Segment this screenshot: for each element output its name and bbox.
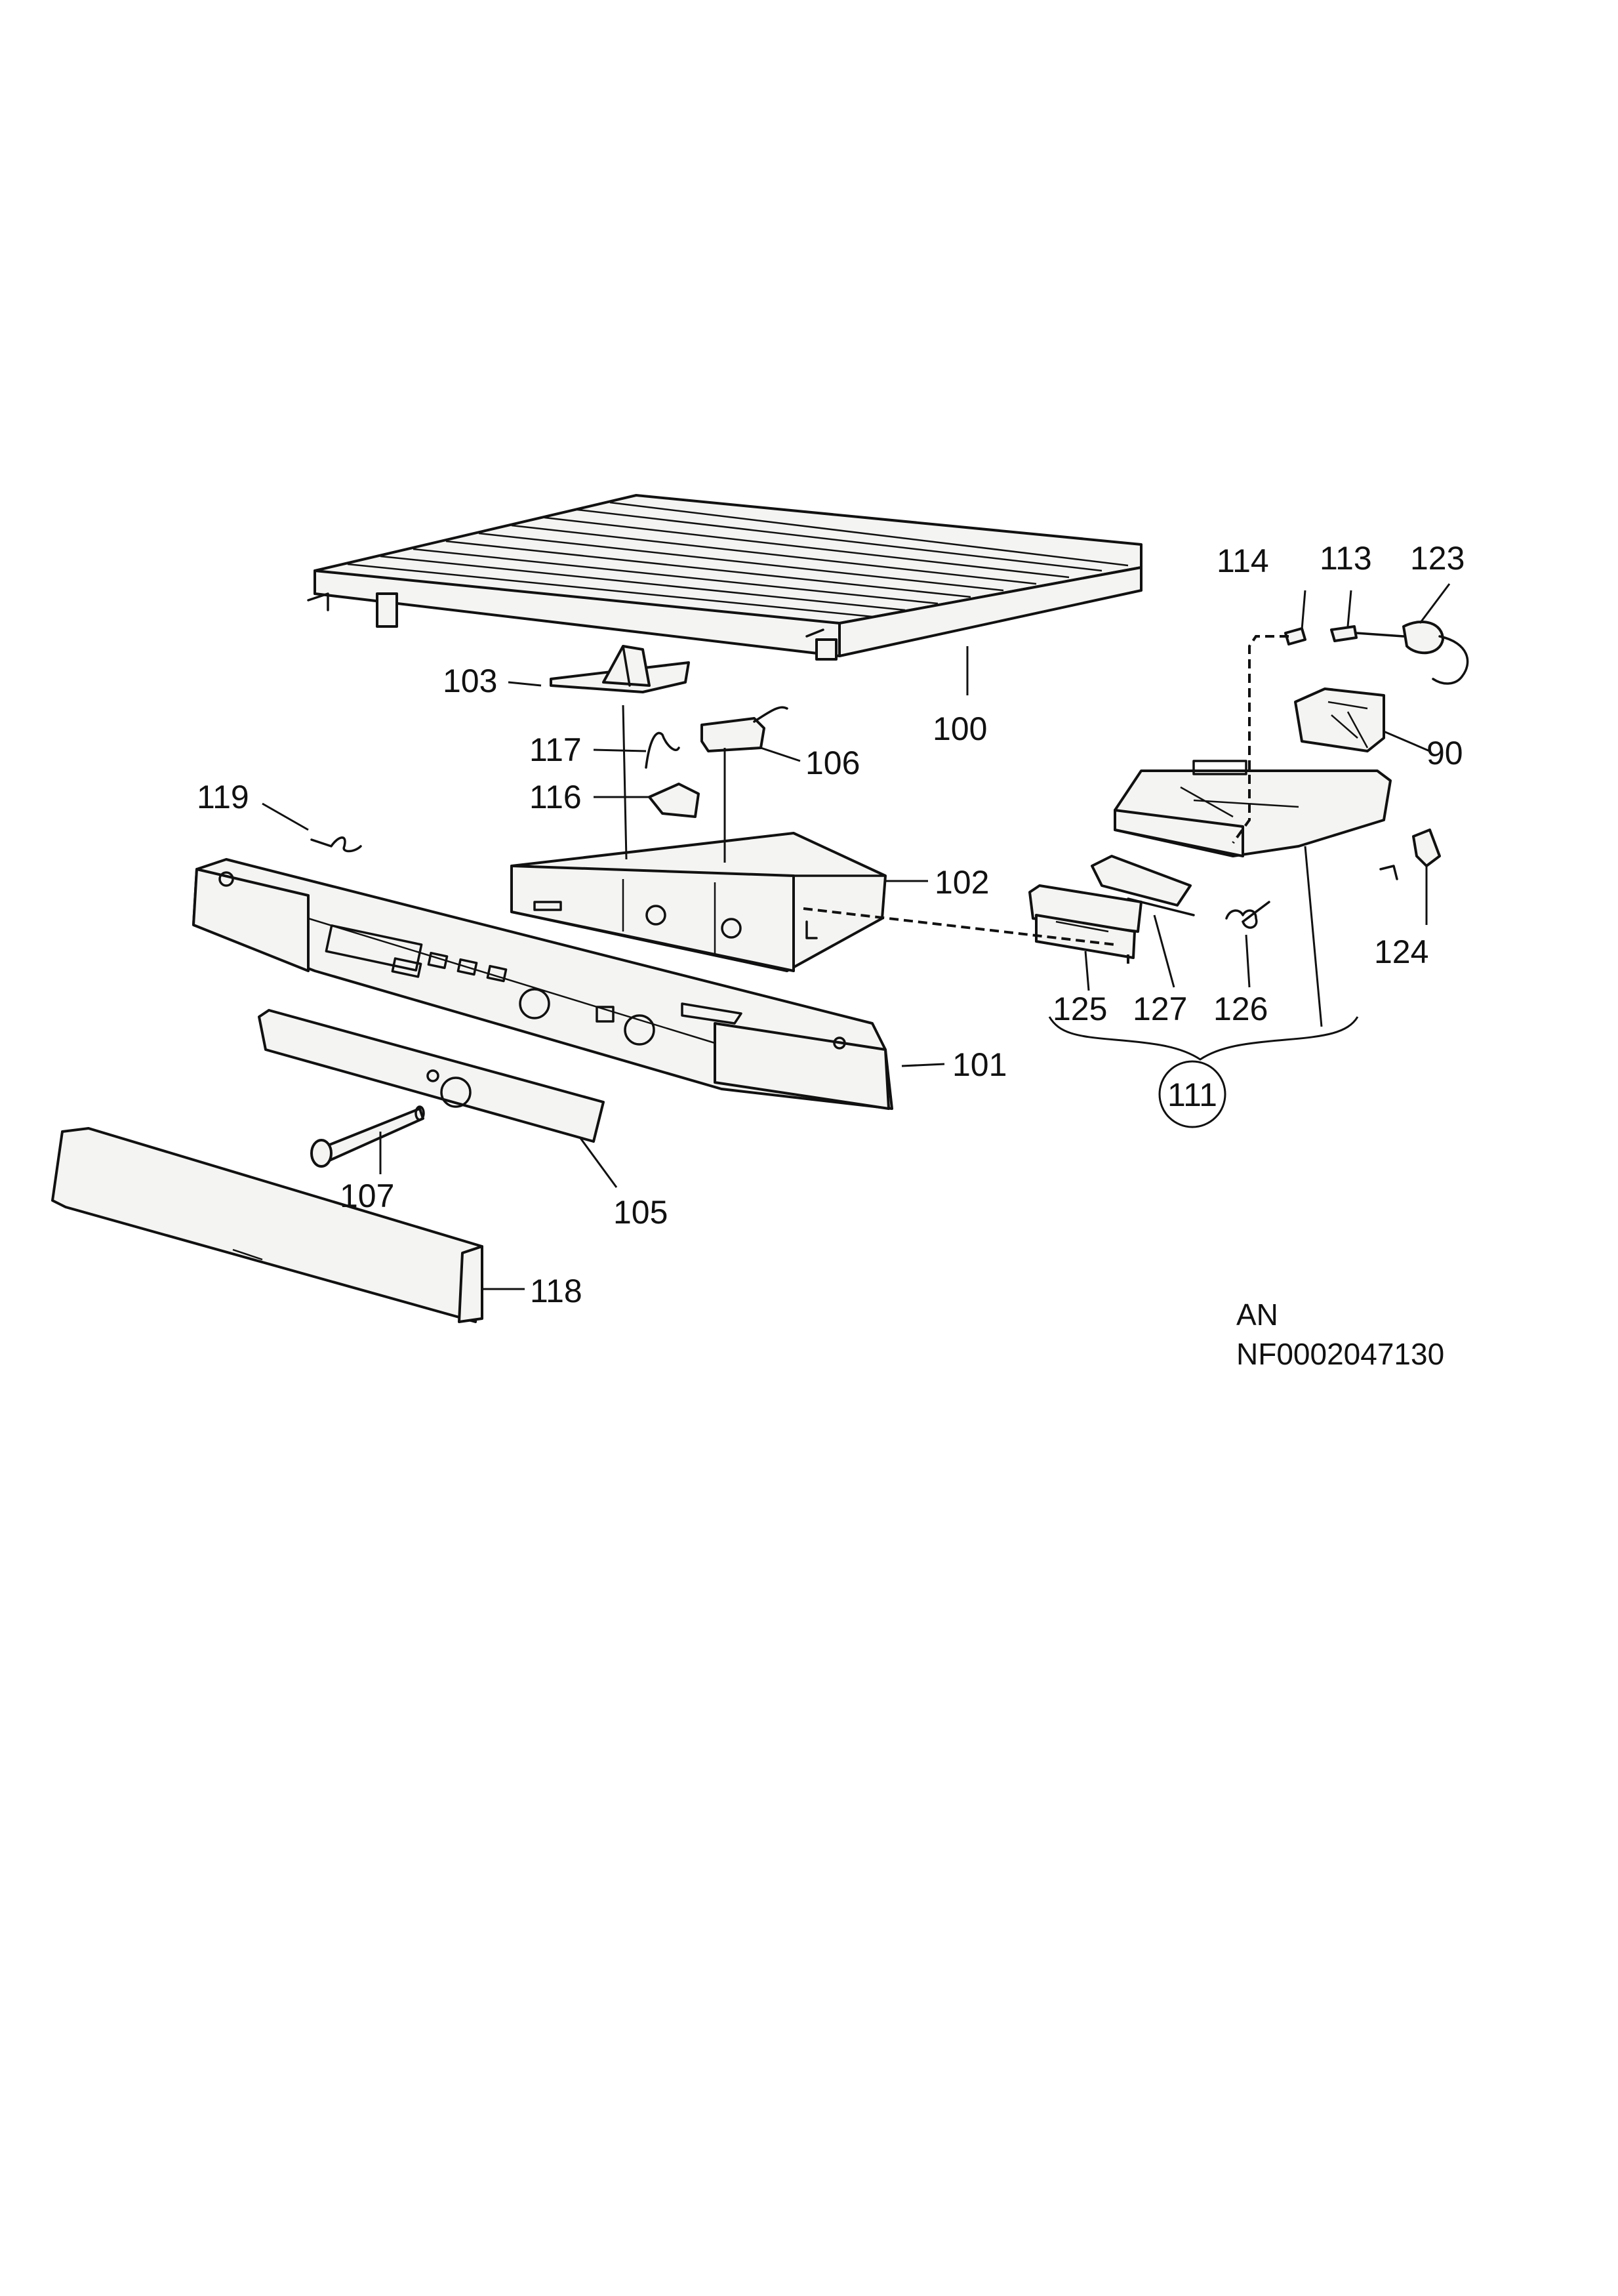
part-125-switch-cover bbox=[1028, 884, 1143, 959]
callout-113: 113 bbox=[1320, 540, 1372, 577]
part-105-strip bbox=[258, 1009, 605, 1143]
part-126-spring bbox=[1225, 901, 1270, 929]
callout-116: 116 bbox=[529, 779, 582, 815]
callout-124: 124 bbox=[1374, 933, 1428, 970]
part-118-front-cover bbox=[51, 1127, 483, 1323]
part-100-top-grid bbox=[307, 494, 1143, 661]
part-106-module bbox=[700, 706, 788, 752]
callout-90: 90 bbox=[1426, 735, 1463, 771]
leader-lines bbox=[262, 583, 1451, 1290]
part-103-bracket bbox=[550, 645, 690, 693]
callout-119: 119 bbox=[197, 779, 249, 815]
part-107-shaft bbox=[310, 1105, 425, 1168]
callout-123: 123 bbox=[1410, 540, 1465, 577]
part-101-control-panel bbox=[192, 858, 893, 1110]
callout-100: 100 bbox=[933, 710, 987, 747]
callout-106: 106 bbox=[805, 745, 860, 781]
part-116-holder bbox=[648, 783, 700, 818]
language-code: AN bbox=[1236, 1298, 1278, 1332]
callout-labels: 100 103 117 106 116 119 102 101 107 105 … bbox=[197, 540, 1465, 1309]
dashed-connectors bbox=[803, 635, 1289, 964]
callout-118: 118 bbox=[530, 1273, 582, 1309]
part-117-clip bbox=[645, 731, 680, 769]
part-119-spring bbox=[310, 836, 362, 853]
callout-114: 114 bbox=[1217, 543, 1269, 579]
part-127-switch-lever bbox=[1091, 855, 1195, 916]
part-111-lamp-housing bbox=[1114, 760, 1392, 857]
callout-111: 111 bbox=[1167, 1076, 1217, 1113]
part-114-bulb bbox=[1284, 627, 1306, 646]
callout-102: 102 bbox=[935, 864, 989, 901]
callout-103: 103 bbox=[443, 663, 497, 699]
part-113-holder bbox=[1330, 625, 1405, 642]
callout-111-circle bbox=[1158, 1060, 1226, 1128]
callout-105: 105 bbox=[613, 1194, 668, 1231]
callout-126: 126 bbox=[1213, 991, 1268, 1027]
callout-101: 101 bbox=[952, 1046, 1007, 1083]
callout-127: 127 bbox=[1133, 991, 1187, 1027]
document-code: NF0002047130 bbox=[1236, 1337, 1444, 1371]
callout-107: 107 bbox=[340, 1178, 394, 1214]
part-102-housing bbox=[510, 832, 887, 972]
part-124-hinge bbox=[1379, 829, 1441, 880]
callout-117: 117 bbox=[529, 731, 582, 768]
callout-125: 125 bbox=[1053, 991, 1107, 1027]
part-123-socket bbox=[1402, 620, 1469, 685]
part-90-transformer bbox=[1294, 687, 1385, 752]
